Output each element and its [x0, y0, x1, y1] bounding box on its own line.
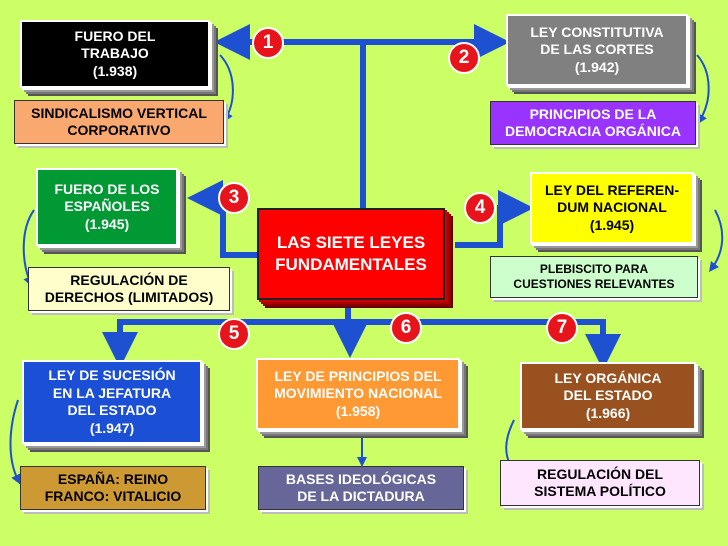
central-title-box: LAS SIETE LEYES FUNDAMENTALES [257, 208, 445, 300]
law-1-line-2: TRABAJO [81, 45, 149, 62]
law-7-line-3: (1.966) [585, 404, 631, 421]
central-title-line-2: FUNDAMENTALES [275, 255, 427, 274]
note-5-line-2: FRANCO: VITALICIO [44, 488, 182, 504]
note-arrow-1 [219, 54, 234, 123]
note-5-line-1: ESPAÑA: REINO [57, 470, 169, 487]
note-6-line-1: BASES IDEOLÓGICAS [285, 470, 437, 487]
law-5-line-1: LEY DE SUCESIÓN [48, 367, 176, 383]
note-box-5: ESPAÑA: REINO FRANCO: VITALICIO [20, 466, 206, 510]
law-box-7: LEY ORGÁNICA DEL ESTADO (1.966) [520, 362, 696, 430]
badge-5: 5 [218, 318, 250, 350]
note-4-line-1: PLEBISCITO PARA [539, 262, 649, 276]
law-3-line-3: (1.945) [84, 215, 130, 232]
law-4-line-1: LEY DEL REFEREN- [544, 181, 680, 198]
law-2-line-2: DE LAS CORTES [540, 41, 654, 58]
law-2-line-3: (1.942) [574, 58, 620, 75]
connector-3 [187, 180, 258, 258]
note-2-line-2: DEMOCRACIA ORGÁNICA [504, 123, 682, 139]
law-3-line-1: FUERO DE LOS [54, 180, 160, 197]
connector-1 [214, 24, 366, 208]
badge-7: 7 [546, 312, 578, 344]
note-box-7: REGULACIÓN DEL SISTEMA POLÍTICO [500, 460, 700, 506]
note-2-line-1: PRINCIPIOS DE LA [529, 105, 657, 122]
connector-2 [360, 24, 510, 60]
law-box-1: FUERO DEL TRABAJO (1.938) [20, 20, 210, 88]
note-box-2: PRINCIPIOS DE LA DEMOCRACIA ORGÁNICA [490, 101, 696, 145]
note-arrow-5 [9, 399, 21, 485]
connector-4 [455, 190, 534, 248]
badge-3: 3 [218, 182, 250, 214]
law-5-line-4: (1.947) [89, 419, 135, 436]
note-1-line-2: CORPORATIVO [67, 122, 171, 138]
note-6-line-2: DE LA DICTADURA [297, 488, 425, 504]
connector-7 [348, 319, 621, 370]
central-title-line-1: LAS SIETE LEYES [276, 232, 426, 252]
note-3-line-2: DERECHOS (LIMITADOS) [44, 289, 214, 305]
law-4-line-2: DUM NACIONAL [557, 199, 667, 216]
note-box-3: REGULACIÓN DE DERECHOS (LIMITADOS) [28, 267, 230, 311]
note-3-line-1: REGULACIÓN DE [70, 271, 188, 288]
law-box-5: LEY DE SUCESIÓN EN LA JEFATURA DEL ESTAD… [22, 360, 202, 444]
note-4-line-2: CUESTIONES RELEVANTES [513, 277, 675, 291]
law-7-line-2: DEL ESTADO [563, 387, 653, 404]
law-box-4: LEY DEL REFEREN- DUM NACIONAL (1.945) [530, 172, 694, 244]
badge-6: 6 [390, 312, 422, 344]
law-6-line-3: (1.958) [335, 402, 381, 419]
note-7-line-1: REGULACIÓN DEL [537, 465, 663, 482]
law-5-line-3: DEL ESTADO [67, 402, 157, 418]
law-5-line-2: EN LA JEFATURA [52, 384, 172, 401]
law-6-line-2: MOVIMIENTO NACIONAL [274, 385, 442, 402]
law-box-3: FUERO DE LOS ESPAÑOLES (1.945) [36, 168, 178, 246]
note-arrow-3 [22, 209, 35, 287]
note-1-line-1: SINDICALISMO VERTICAL [31, 104, 207, 121]
law-6-line-1: LEY DE PRINCIPIOS DEL [274, 367, 442, 384]
law-1-line-1: FUERO DEL [74, 27, 156, 44]
note-box-1: SINDICALISMO VERTICAL CORPORATIVO [14, 100, 224, 144]
note-box-6: BASES IDEOLÓGICAS DE LA DICTADURA [258, 466, 464, 510]
law-4-line-3: (1.945) [589, 216, 635, 233]
note-arrow-2 [696, 54, 710, 125]
note-arrow-4 [709, 209, 724, 273]
badge-4: 4 [464, 192, 496, 224]
law-1-line-3: (1.938) [92, 62, 138, 79]
note-7-line-2: SISTEMA POLÍTICO [534, 483, 666, 499]
law-box-6: LEY DE PRINCIPIOS DEL MOVIMIENTO NACIONA… [256, 358, 460, 430]
badge-2: 2 [448, 42, 480, 74]
note-box-4: PLEBISCITO PARA CUESTIONES RELEVANTES [490, 256, 698, 298]
law-7-line-1: LEY ORGÁNICA [554, 369, 662, 386]
law-3-line-2: ESPAÑOLES [64, 198, 150, 215]
law-box-2: LEY CONSTITUTIVA DE LAS CORTES (1.942) [506, 14, 688, 86]
law-2-line-1: LEY CONSTITUTIVA [530, 23, 664, 40]
badge-1: 1 [252, 27, 284, 59]
